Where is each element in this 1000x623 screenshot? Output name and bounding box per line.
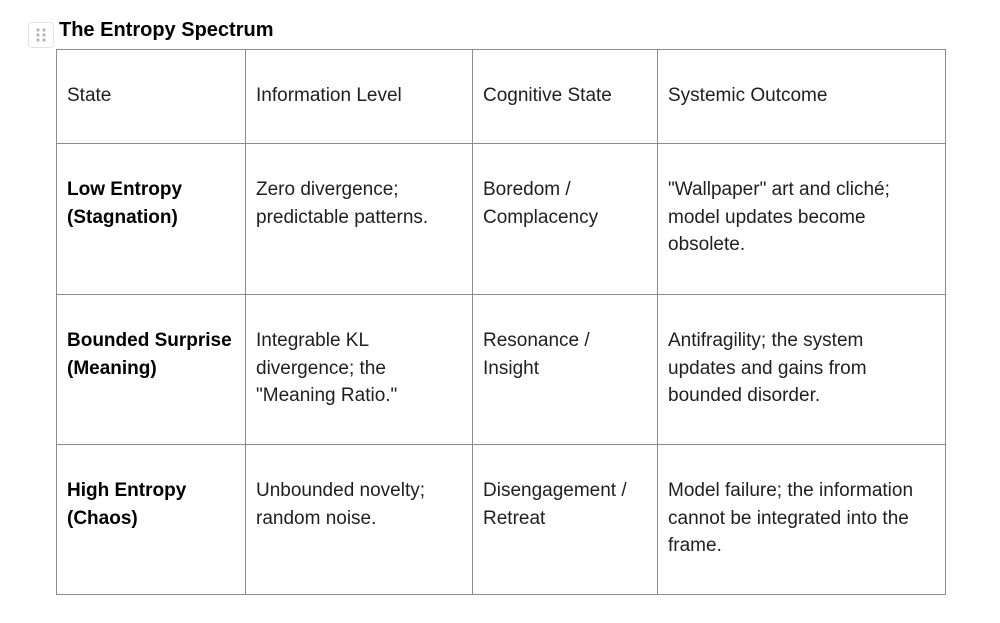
header-cell-systemic-outcome[interactable]: Systemic Outcome	[657, 49, 946, 144]
information-level-cell[interactable]: Zero divergence; predictable patterns.	[245, 143, 473, 295]
information-level-cell[interactable]: Unbounded novelty; random noise.	[245, 444, 473, 595]
table-drag-handle[interactable]	[28, 22, 54, 48]
cognitive-state-cell[interactable]: Disengagement / Retreat	[472, 444, 658, 595]
systemic-outcome-cell[interactable]: "Wallpaper" art and cliché; model update…	[657, 143, 946, 295]
table-row: Low Entropy (Stagnation) Zero divergence…	[56, 143, 946, 295]
cognitive-state-cell[interactable]: Resonance / Insight	[472, 294, 658, 445]
header-cell-information-level[interactable]: Information Level	[245, 49, 473, 144]
systemic-outcome-cell[interactable]: Model failure; the information cannot be…	[657, 444, 946, 595]
state-cell[interactable]: Low Entropy (Stagnation)	[56, 143, 246, 295]
header-cell-cognitive-state[interactable]: Cognitive State	[472, 49, 658, 144]
state-cell[interactable]: Bounded Surprise (Meaning)	[56, 294, 246, 445]
table-title: The Entropy Spectrum	[59, 19, 274, 41]
header-cell-state[interactable]: State	[56, 49, 246, 144]
cognitive-state-cell[interactable]: Boredom / Complacency	[472, 143, 658, 295]
table-row: High Entropy (Chaos) Unbounded novelty; …	[56, 444, 946, 595]
table-header-row: State Information Level Cognitive State …	[56, 49, 946, 144]
entropy-spectrum-table: State Information Level Cognitive State …	[56, 49, 946, 595]
systemic-outcome-cell[interactable]: Antifragility; the system updates and ga…	[657, 294, 946, 445]
table-row: Bounded Surprise (Meaning) Integrable KL…	[56, 294, 946, 445]
drag-handle-icon	[36, 28, 46, 42]
state-cell[interactable]: High Entropy (Chaos)	[56, 444, 246, 595]
information-level-cell[interactable]: Integrable KL divergence; the "Meaning R…	[245, 294, 473, 445]
